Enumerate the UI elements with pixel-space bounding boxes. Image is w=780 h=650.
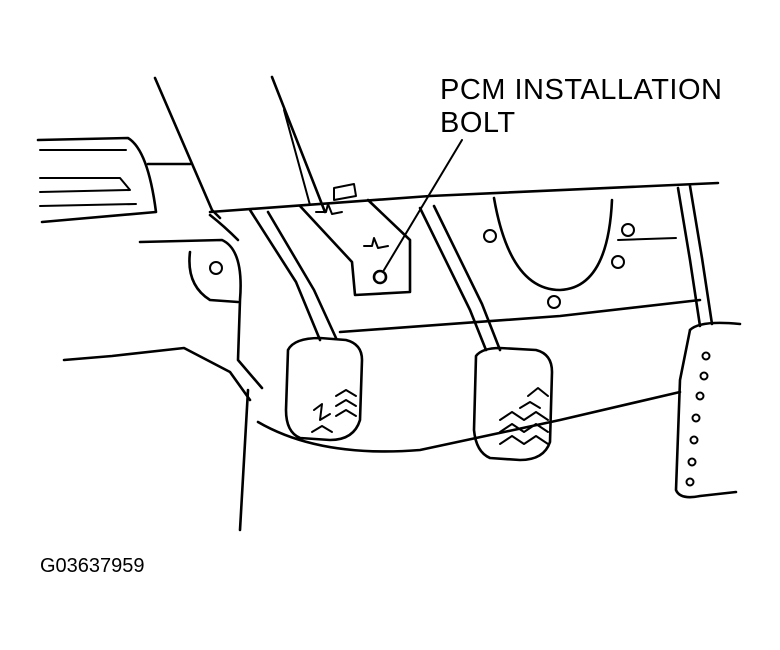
steering-column — [153, 75, 327, 220]
pcm-bracket — [298, 183, 412, 297]
callout-line-2: BOLT — [440, 107, 516, 139]
dash-lower-edge — [208, 181, 720, 214]
firewall-cutout — [483, 196, 677, 309]
kick-panel — [62, 213, 264, 402]
clutch-pedal — [284, 336, 364, 442]
callout-leader-line — [383, 139, 463, 271]
dashboard-panel — [36, 136, 192, 224]
accelerator-pedal — [674, 321, 742, 499]
pedal-arms — [248, 184, 714, 352]
callout-line-1: PCM INSTALLATION — [440, 74, 723, 106]
pcm-installation-bolt-callout: PCM INSTALLATION BOLT — [440, 74, 770, 140]
pcm-installation-bolt-icon — [372, 269, 388, 285]
figure-id: G03637959 — [40, 555, 145, 577]
brake-pedal — [472, 346, 554, 462]
floor-panel — [238, 298, 702, 532]
